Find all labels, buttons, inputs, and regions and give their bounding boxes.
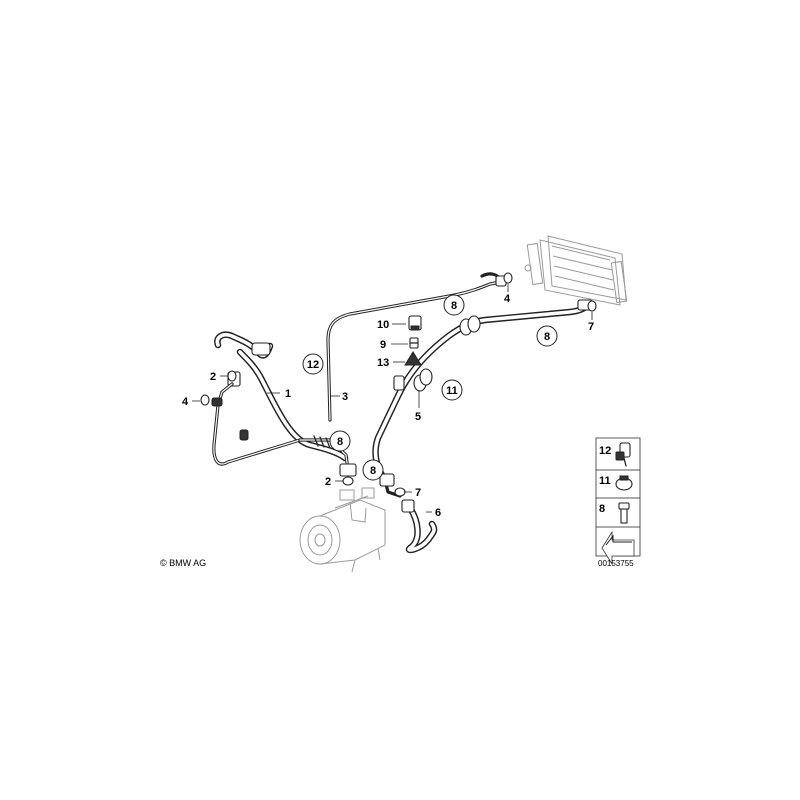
callout-2-bottom: 2	[325, 476, 331, 488]
callout-labels: 1 2 4 3 2 4 10 9 13 5 7 6 7	[182, 293, 594, 519]
callout-8-right: 8	[544, 331, 550, 343]
pressure-switch-part-10[interactable]	[408, 315, 422, 331]
callout-4-top: 4	[504, 293, 511, 305]
callout-10: 10	[377, 319, 389, 331]
legend-box: 12 11 8	[595, 437, 641, 566]
callout-4-left: 4	[182, 396, 189, 408]
leader-lines	[192, 284, 593, 513]
compressor	[299, 487, 386, 573]
legend-label-11: 11	[599, 475, 611, 487]
callout-1: 1	[285, 388, 291, 400]
callout-5: 5	[415, 411, 421, 423]
condenser	[524, 235, 628, 306]
callout-2-left: 2	[210, 371, 216, 383]
hose-part-1[interactable]	[211, 331, 357, 477]
cap-part-13[interactable]	[404, 351, 422, 366]
callout-13: 13	[377, 357, 389, 369]
callout-12: 12	[307, 359, 319, 371]
clip-holder-icon	[615, 442, 631, 467]
o-rings[interactable]	[200, 272, 597, 497]
callout-8-top: 8	[451, 300, 457, 312]
legend-label-8: 8	[599, 503, 605, 515]
hose-part-5[interactable]	[372, 299, 594, 498]
pipe-part-3[interactable]	[326, 272, 507, 422]
hose-clamp-icon	[615, 475, 633, 491]
callout-3: 3	[342, 391, 348, 403]
callout-7-bottom: 7	[415, 487, 421, 499]
drawing-number: 00153755	[598, 559, 634, 568]
callout-6: 6	[435, 507, 441, 519]
bolt-icon	[618, 502, 630, 524]
copyright: © BMW AG	[160, 558, 206, 568]
callout-11: 11	[446, 385, 458, 397]
circled-callouts: 12 8 8 11 8 8	[302, 294, 558, 481]
callout-8-bottom: 8	[370, 465, 376, 477]
callout-8-middle: 8	[337, 436, 343, 448]
hose-part-6[interactable]	[401, 499, 438, 554]
callout-7-right: 7	[588, 321, 594, 333]
legend-label-12: 12	[599, 445, 611, 457]
valve-part-9[interactable]	[409, 337, 419, 349]
arrow-icon	[601, 530, 635, 566]
callout-9: 9	[380, 339, 386, 351]
